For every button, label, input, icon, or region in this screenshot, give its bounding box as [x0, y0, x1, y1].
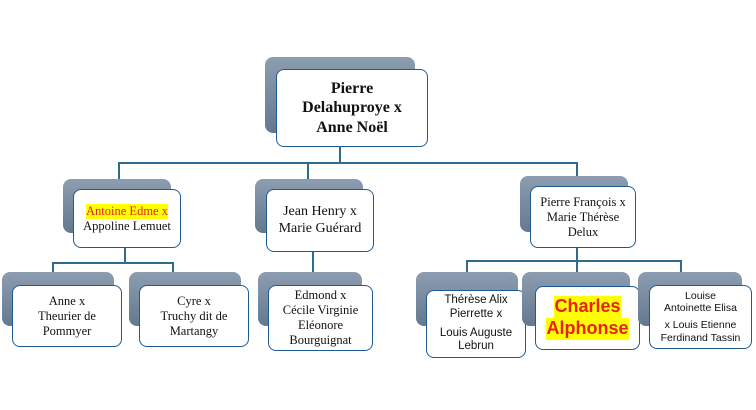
cyre-line2: Truchy dit de: [160, 308, 228, 323]
connector-to-jean: [307, 162, 309, 180]
root-node: Pierre Delahuproye x Anne Noël: [276, 69, 428, 147]
connector-to-therese: [466, 260, 468, 272]
anne-line3: Pommyer: [42, 323, 92, 338]
pierre-francois-spouse-line1: Marie Thérèse: [546, 209, 620, 224]
louise-node: Louise Antoinette Elisa x Louis Etienne …: [649, 285, 752, 349]
pierre-francois-name: Pierre François x: [540, 194, 626, 209]
connector-antoine-horizontal: [52, 262, 174, 264]
edmond-line1: Edmond x: [294, 288, 347, 302]
jean-spouse: Marie Guérard: [278, 220, 362, 236]
louise-line2: Antoinette Elisa: [664, 302, 737, 315]
anne-line1: Anne x: [48, 293, 86, 308]
root-name-line3: Anne Noël: [316, 118, 388, 136]
cyre-node: Cyre x Truchy dit de Martangy: [139, 285, 249, 347]
root-name-line2: Delahuproye x: [302, 99, 402, 117]
cyre-line1: Cyre x: [177, 293, 211, 308]
pierre-francois-spouse-line2: Delux: [567, 224, 599, 239]
therese-line2: Pierrette x: [449, 307, 503, 320]
therese-line1: Thérèse Alix: [444, 293, 508, 306]
jean-name: Jean Henry x: [283, 203, 357, 219]
therese-node: Thérèse Alix Pierrette x Louis Auguste L…: [426, 290, 526, 358]
antoine-spouse: Appoline Lemuet: [83, 218, 171, 233]
charles-node: Charles Alphonse: [535, 286, 640, 350]
louise-line1: Louise: [685, 289, 716, 302]
connector-to-louise: [680, 260, 682, 272]
connector-to-anne: [52, 262, 54, 272]
therese-line4: Lebrun: [458, 340, 494, 353]
edmond-node: Edmond x Cécile Virginie Eléonore Bourgu…: [268, 285, 373, 351]
cyre-line3: Martangy: [169, 323, 219, 338]
therese-line3: Louis Auguste: [439, 326, 513, 339]
louise-line4: Ferdinand Tassin: [660, 331, 741, 344]
connector-jean-down: [312, 252, 314, 272]
edmond-line4: Bourguignat: [289, 333, 352, 347]
pierre-francois-node: Pierre François x Marie Thérèse Delux: [530, 186, 636, 248]
connector-root-horizontal: [118, 162, 578, 164]
connector-to-charles: [576, 260, 578, 272]
connector-root-down: [339, 147, 341, 163]
charles-name-line1: Charles: [554, 296, 621, 318]
antoine-name-highlight: Antoine Edme x: [86, 203, 168, 219]
root-name-line1: Pierre: [330, 80, 374, 98]
anne-line2: Theurier de: [38, 308, 96, 323]
antoine-node: Antoine Edme x Appoline Lemuet: [73, 189, 181, 248]
connector-to-pierre-francois: [576, 162, 578, 180]
louise-line3: x Louis Etienne: [664, 319, 737, 331]
connector-pierre-down: [576, 248, 578, 262]
jean-node: Jean Henry x Marie Guérard: [266, 189, 374, 252]
edmond-line2: Cécile Virginie: [282, 303, 359, 317]
charles-name-line2: Alphonse: [546, 318, 629, 340]
anne-node: Anne x Theurier de Pommyer: [12, 285, 122, 347]
connector-to-antoine: [118, 162, 120, 180]
edmond-line3: Eléonore: [297, 318, 344, 332]
connector-to-cyre: [172, 262, 174, 272]
connector-antoine-down: [124, 248, 126, 264]
connector-pierre-horizontal: [466, 260, 682, 262]
